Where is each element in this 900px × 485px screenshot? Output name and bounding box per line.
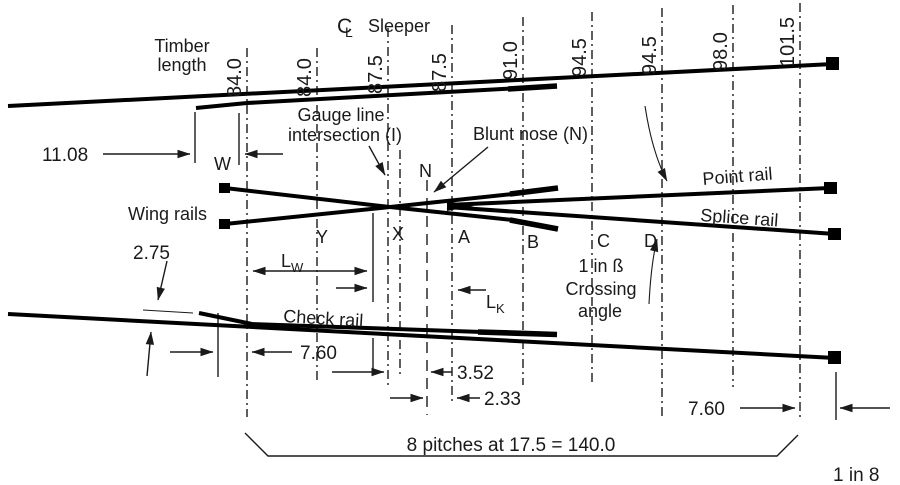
centerline-icon-l: L	[345, 24, 353, 40]
stock-rail-top	[7, 57, 839, 110]
stock-rail-bottom	[7, 312, 841, 364]
point-y: Y	[316, 227, 328, 247]
crossing-angle-label: 1 in ß Crossing angle	[565, 256, 636, 321]
heading-labels: Timber length C L Sleeper	[154, 15, 430, 75]
pitch-note: 8 pitches at 17.5 = 140.0	[407, 435, 616, 456]
point-d: D	[644, 231, 657, 251]
centerline-icon: C	[337, 15, 352, 38]
sleeper-spacing: 98.0	[710, 32, 732, 71]
check-rail-label: Check rail	[283, 306, 364, 331]
svg-text:intersection (I): intersection (I)	[288, 125, 402, 145]
dim-7-60-front: 7.60	[300, 343, 337, 364]
point-a: A	[458, 227, 470, 247]
gauge-line-callout: Gauge line	[297, 105, 384, 125]
sleeper-spacing: 84.0	[294, 58, 316, 97]
sleeper-spacing: 101.5	[777, 17, 799, 67]
wing-rails-label: Wing rails	[128, 204, 207, 224]
sleeper-spacing-labels: 84.0 84.0 87.5 87.5 91.0 94.5 94.5 98.0 …	[224, 17, 799, 97]
crossing-point-letters: W Y X N A B C D	[214, 154, 657, 252]
dim-2-75: 2.75	[133, 243, 170, 264]
point-w: W	[214, 154, 231, 174]
check-rail-line	[142, 309, 558, 338]
dim-3-52: 3.52	[457, 363, 494, 384]
callout-labels: Gauge line intersection (I) Blunt nose (…	[288, 105, 588, 145]
point-n: N	[419, 161, 432, 181]
svg-text:length: length	[157, 55, 206, 75]
svg-text:angle: angle	[578, 301, 622, 321]
sleeper-spacing: 87.5	[429, 53, 451, 92]
crossing-angle-arc	[644, 105, 668, 305]
sleeper-heading: Sleeper	[368, 16, 430, 36]
point-x: X	[392, 224, 404, 244]
sleeper-spacing: 94.5	[639, 36, 661, 75]
reference-lines	[194, 112, 837, 420]
dim-2-33: 2.33	[484, 389, 521, 410]
wing-rails	[219, 183, 559, 232]
point-c: C	[597, 231, 610, 251]
point-rail-label: Point rail	[702, 164, 773, 189]
sleeper-spacing: 87.5	[365, 55, 387, 94]
rail-name-labels: Wing rails Point rail Splice rail Check …	[128, 164, 779, 331]
dim-7-60-rear: 7.60	[688, 399, 725, 420]
svg-text:1 in ß: 1 in ß	[578, 256, 623, 276]
svg-text:Crossing: Crossing	[565, 279, 636, 299]
dimension-values: 11.08 2.75 7.60 3.52 2.33 7.60 LW LK	[42, 145, 725, 420]
point-b: B	[527, 232, 539, 252]
pitch-bracket	[244, 432, 799, 457]
timber-length-label: Timber	[154, 36, 209, 56]
dim-lk: LK	[486, 292, 505, 316]
sleeper-spacing: 84.0	[224, 58, 246, 97]
dim-11-08: 11.08	[42, 145, 88, 166]
dim-lw: LW	[281, 251, 304, 275]
sleeper-spacing: 94.5	[569, 38, 591, 77]
crossing-number-note: 1 in 8	[833, 465, 879, 485]
dimension-arrows	[103, 145, 890, 413]
point-and-splice-rails	[446, 182, 841, 240]
sleeper-spacing: 91.0	[500, 41, 522, 80]
blunt-nose-callout: Blunt nose (N)	[473, 124, 588, 144]
